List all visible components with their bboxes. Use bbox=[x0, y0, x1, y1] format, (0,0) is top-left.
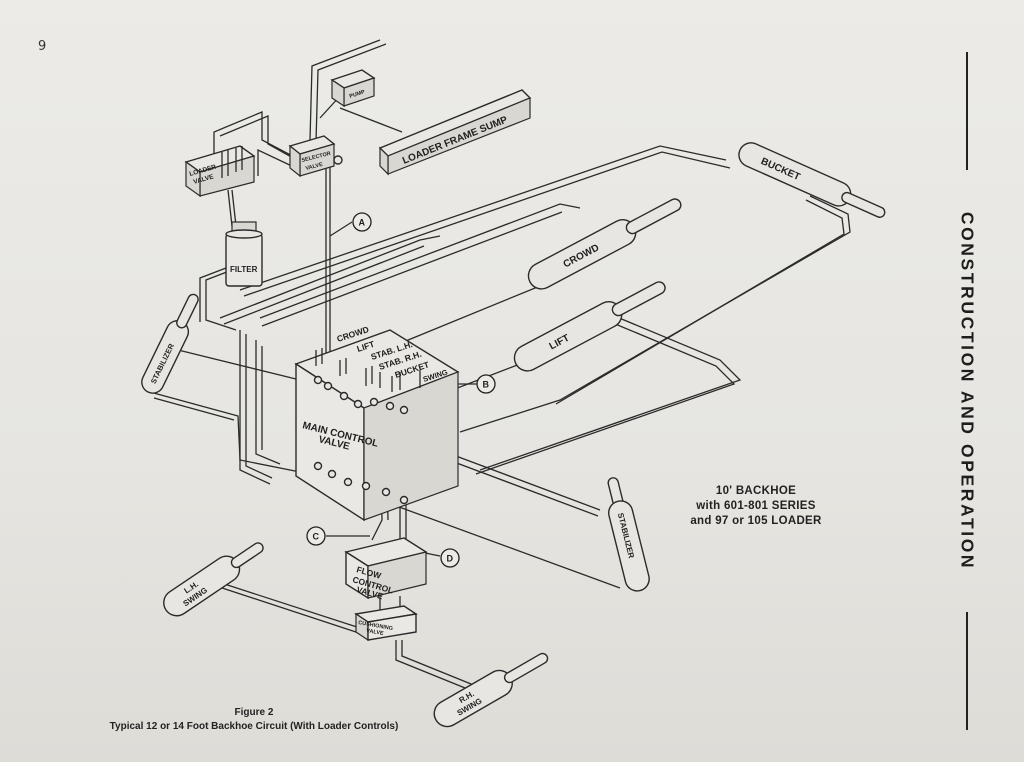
rh-swing-cylinder: R.H. SWING bbox=[433, 652, 549, 728]
lift-cylinder: LIFT bbox=[513, 281, 666, 372]
selector-valve: SELECTOR VALVE bbox=[288, 135, 343, 178]
svg-text:A: A bbox=[359, 218, 366, 228]
callout-c: C bbox=[306, 526, 326, 546]
side-title: CONSTRUCTION AND OPERATION bbox=[957, 211, 978, 571]
filter: FILTER bbox=[225, 221, 263, 287]
main-control-valve: MAIN CONTROL VALVE CROWD LIFT STAB. L.H.… bbox=[294, 324, 460, 522]
callout-d: D bbox=[440, 548, 460, 568]
side-rule-top bbox=[966, 52, 968, 170]
loader-frame-sump: LOADER FRAME SUMP bbox=[378, 89, 532, 176]
backhoe-caption-line3: and 97 or 105 LOADER bbox=[690, 515, 822, 527]
svg-text:B: B bbox=[483, 380, 490, 390]
callout-b: B bbox=[476, 374, 496, 394]
backhoe-caption-line2: with 601-801 SERIES bbox=[696, 500, 816, 512]
cushioning-valve-label-2: VALVE bbox=[366, 628, 385, 637]
figure-title: Typical 12 or 14 Foot Backhoe Circuit (W… bbox=[109, 721, 399, 732]
svg-text:C: C bbox=[313, 532, 320, 542]
crowd-cylinder: CROWD bbox=[527, 198, 682, 290]
loader-valve: LOADER VALVE bbox=[184, 145, 256, 198]
backhoe-caption-line1: 10' BACKHOE bbox=[715, 485, 797, 497]
bucket-cylinder: BUCKET bbox=[738, 142, 886, 218]
stabilizer-left: STABILIZER bbox=[141, 293, 199, 394]
svg-text:D: D bbox=[447, 554, 454, 564]
selector-valve-label-2: VALVE bbox=[305, 162, 324, 172]
hydraulic-lines bbox=[149, 39, 851, 691]
pump-label: PUMP bbox=[349, 89, 366, 100]
lh-swing-cylinder: L.H. SWING bbox=[163, 542, 264, 617]
callout-a: A bbox=[352, 212, 372, 232]
figure-number: Figure 2 bbox=[234, 707, 274, 718]
pump: PUMP bbox=[330, 69, 376, 108]
cushioning-valve: CUSHIONING VALVE bbox=[354, 605, 418, 642]
filter-label: FILTER bbox=[230, 265, 258, 274]
backhoe-caption: 10' BACKHOE with 601-801 SERIES and 97 o… bbox=[656, 484, 856, 529]
side-rule-bottom bbox=[966, 612, 968, 730]
figure-caption: Figure 2 Typical 12 or 14 Foot Backhoe C… bbox=[84, 706, 424, 734]
flow-control-valve: FLOW CONTROL VALVE bbox=[344, 537, 428, 601]
stabilizer-right: STABILIZER bbox=[607, 477, 650, 592]
